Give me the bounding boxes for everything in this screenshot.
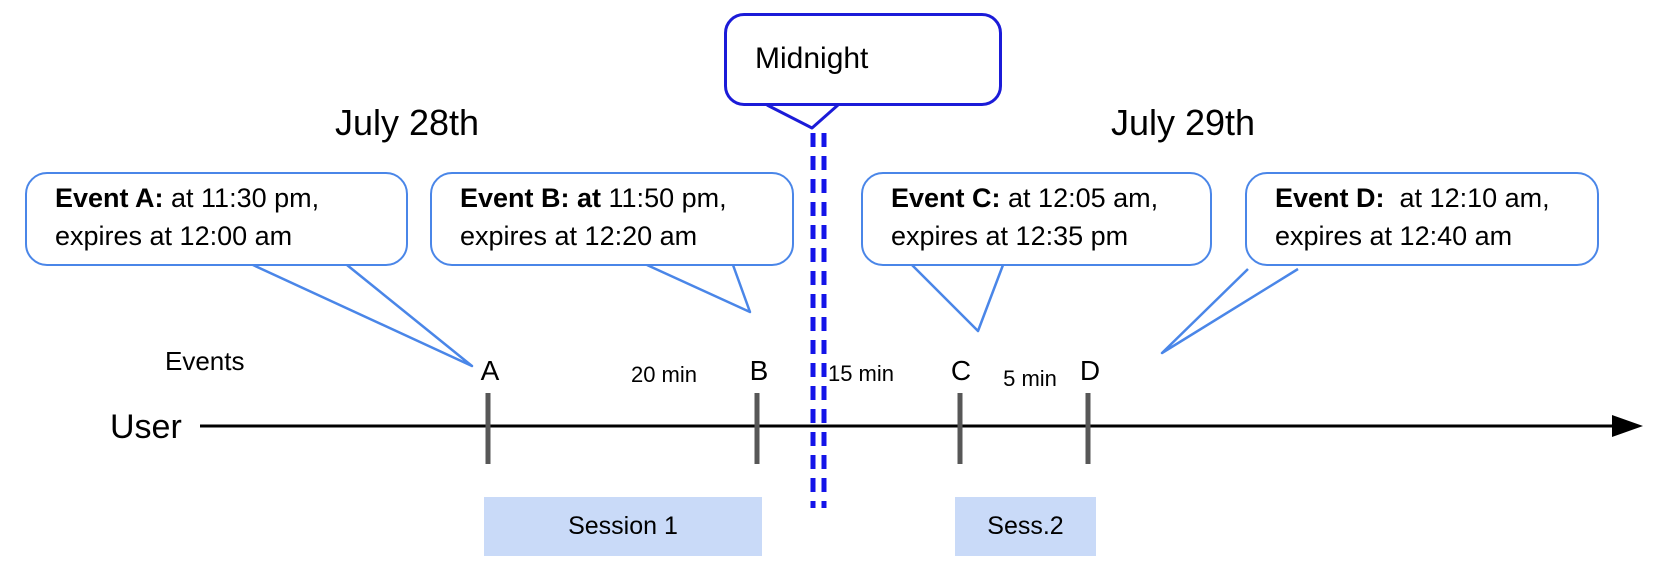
event-a-text-line2: expires at 12:00 am [55,221,293,251]
midnight-label: Midnight [755,42,869,75]
event-d-text-line2: expires at 12:40 am [1275,221,1513,251]
callout-tails [252,103,1299,368]
event-b-tail [646,263,752,314]
event-a-tail [252,263,474,368]
event-b-callout: Event B: at 11:50 pm, expires at 12:20 a… [430,172,794,266]
event-b-text-line1: Event B: at 11:50 pm, [460,183,727,213]
event-tick-marks [485,393,1091,464]
event-b-text-line2: expires at 12:20 am [460,221,698,251]
interval-ab-label: 20 min [630,362,698,387]
tick-a-label: A [480,355,500,386]
event-d-text-line1: Event D: at 12:10 am, [1275,183,1550,213]
event-c-callout: Event C: at 12:05 am, expires at 12:35 p… [861,172,1212,266]
event-d-callout: Event D: at 12:10 am, expires at 12:40 a… [1245,172,1599,266]
midnight-tail [766,103,839,130]
date-left-label: July 28th [334,102,480,143]
event-c-tail [911,264,1005,333]
midnight-callout: Midnight [724,13,1002,106]
session-1-box: Session 1 [484,497,762,556]
tick-b-label: B [749,355,769,386]
user-axis-label: User [110,408,182,446]
session-2-label: Sess.2 [987,512,1064,540]
interval-bc-label: 15 min [827,361,895,386]
date-right-label: July 29th [1110,102,1256,143]
interval-cd-label: 5 min [1003,366,1057,391]
user-timeline-arrow [200,415,1643,437]
events-axis-label: Events [165,346,245,376]
session-2-box: Sess.2 [955,497,1096,556]
session-1-label: Session 1 [568,512,678,540]
tick-d-label: D [1079,355,1101,386]
event-c-text-line1: Event C: at 12:05 am, [891,183,1159,213]
event-d-tail [1160,267,1299,355]
event-a-text-line1: Event A: at 11:30 pm, [55,183,320,213]
tick-c-label: C [950,355,972,386]
midnight-dashed-line [810,133,827,508]
event-a-callout: Event A: at 11:30 pm, expires at 12:00 a… [25,172,408,266]
event-c-text-line2: expires at 12:35 pm [891,221,1129,251]
